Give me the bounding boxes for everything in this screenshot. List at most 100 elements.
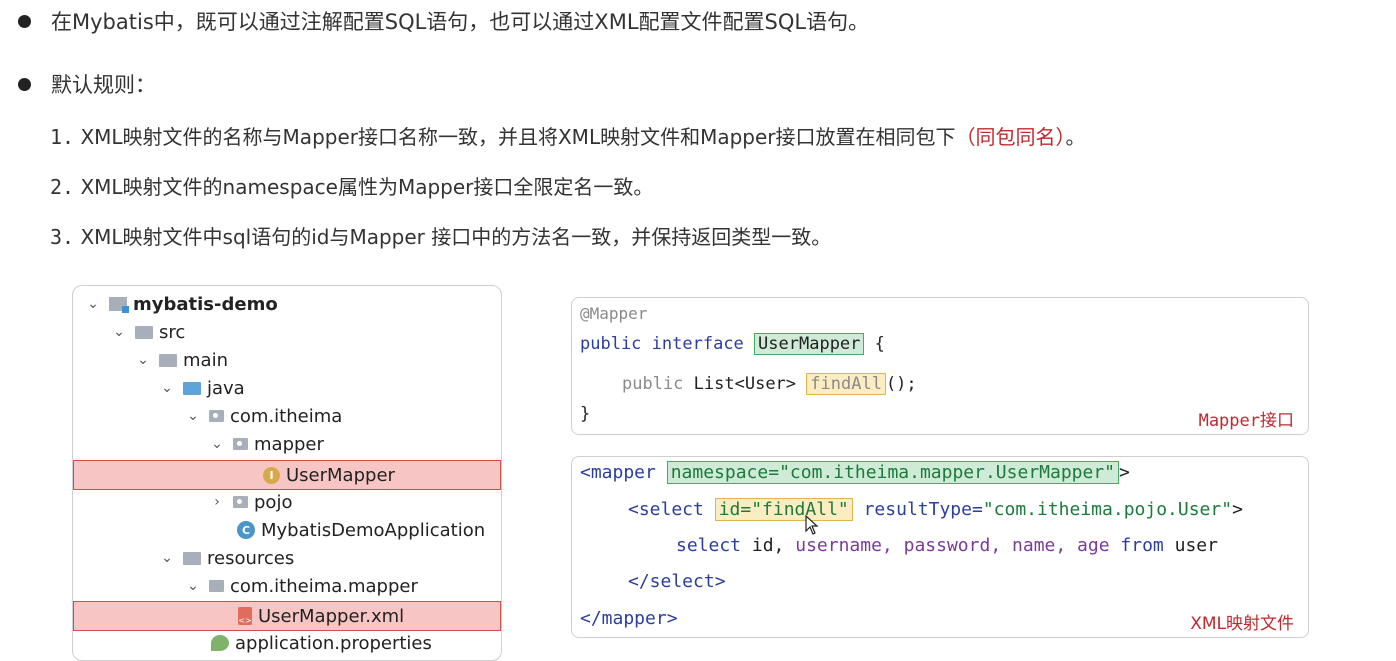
xml-select-open-end: > xyxy=(1232,499,1243,520)
xml-mapper-close: </mapper> xyxy=(580,608,678,629)
xml-file-icon: <> xyxy=(238,607,252,625)
tree-item-label: UserMapper.xml xyxy=(258,605,405,627)
tree-item-label: main xyxy=(183,349,228,371)
tree-item-label: com.itheima xyxy=(230,405,343,427)
xml-sql-line: select id, username, password, name, age… xyxy=(676,535,1218,556)
chevron-down-icon[interactable]: ⌄ xyxy=(187,578,199,594)
rule-highlight: （同包同名） xyxy=(955,125,1066,149)
chevron-down-icon[interactable]: ⌄ xyxy=(161,550,173,566)
rule-text: XML映射文件的namespace属性为Mapper接口全限定名一致。 xyxy=(80,175,654,199)
java-kw-interface: interface xyxy=(651,334,744,354)
xml-caption: XML映射文件 xyxy=(1190,614,1294,634)
package-icon xyxy=(209,410,224,422)
rule-text: XML映射文件中sql语句的id与Mapper 接口中的方法名一致，并保持返回类… xyxy=(80,225,832,249)
tree-item-com-itheima-mapper[interactable]: ⌄ com.itheima.mapper xyxy=(73,572,501,600)
java-code-box: @Mapper public interface UserMapper { pu… xyxy=(571,297,1309,435)
bullet-text: 默认规则： xyxy=(51,73,156,97)
tree-item-label: UserMapper xyxy=(286,464,395,486)
tree-item-label: resources xyxy=(207,547,295,569)
java-method-kw-public: public xyxy=(622,374,684,394)
tree-item-mybatis-demo[interactable]: ⌄ mybatis-demo xyxy=(73,290,501,318)
properties-file-icon xyxy=(211,635,229,651)
xml-mapper-open: <mapper xyxy=(580,462,656,483)
resources-folder-icon xyxy=(183,551,201,565)
rule-number: 2. xyxy=(50,175,75,199)
java-interface-line: public interface UserMapper { xyxy=(580,333,885,355)
sql-col-username: username, xyxy=(795,535,893,556)
sql-select: select xyxy=(676,535,742,556)
bullet-annotation-or-xml: 在Mybatis中，既可以通过注解配置SQL语句，也可以通过XML配置文件配置S… xyxy=(18,6,869,36)
bullet-text: 在Mybatis中，既可以通过注解配置SQL语句，也可以通过XML配置文件配置S… xyxy=(51,10,870,34)
tree-item-pojo[interactable]: › pojo xyxy=(73,488,501,516)
rule-tail: 。 xyxy=(1065,125,1086,149)
rule-number: 3. xyxy=(50,225,75,249)
tree-item-java[interactable]: ⌄ java xyxy=(73,374,501,402)
mouse-pointer-icon xyxy=(805,515,819,535)
java-kw-public: public xyxy=(580,334,642,354)
java-open-brace: { xyxy=(874,334,885,354)
xml-namespace-attr: namespace="com.itheima.mapper.UserMapper… xyxy=(666,461,1120,484)
java-method-return: List<User> xyxy=(693,374,797,394)
xml-mapper-open-line: <mapper namespace="com.itheima.mapper.Us… xyxy=(580,461,1130,484)
tree-item-mapper[interactable]: ⌄ mapper xyxy=(73,430,501,458)
chevron-down-icon[interactable]: ⌄ xyxy=(187,408,199,424)
tree-item-label: mapper xyxy=(254,433,324,455)
tree-item-main[interactable]: ⌄ main xyxy=(73,346,501,374)
folder-icon xyxy=(209,580,224,592)
java-interface-name: UserMapper xyxy=(754,333,865,355)
java-method-line: public List<User> findAll(); xyxy=(622,373,917,395)
xml-resulttype-name: resultType= xyxy=(863,499,983,520)
bullet-default-rules: 默认规则： xyxy=(18,69,156,99)
java-annotation: @Mapper xyxy=(580,304,648,323)
chevron-down-icon[interactable]: ⌄ xyxy=(113,324,125,340)
rule-1: 1. XML映射文件的名称与Mapper接口名称一致，并且将XML映射文件和Ma… xyxy=(50,121,1086,150)
chevron-down-icon[interactable]: ⌄ xyxy=(87,296,99,312)
sql-col-age: age xyxy=(1077,535,1110,556)
tree-item-label: application.properties xyxy=(235,632,432,654)
tree-item-label: MybatisDemoApplication xyxy=(261,519,486,541)
tree-item-mybatisdemoapplication[interactable]: C MybatisDemoApplication xyxy=(73,516,501,544)
module-folder-icon xyxy=(109,297,129,313)
sql-col-id: id, xyxy=(751,535,785,556)
tree-item-usermapper-xml[interactable]: <> UserMapper.xml xyxy=(73,601,501,631)
bullet-dot xyxy=(18,14,31,28)
xml-code-box: <mapper namespace="com.itheima.mapper.Us… xyxy=(571,456,1309,638)
xml-mapper-open-end: > xyxy=(1119,462,1130,483)
xml-select-open: <select xyxy=(628,499,704,520)
tree-item-label: mybatis-demo xyxy=(133,293,278,315)
tree-item-application-properties[interactable]: application.properties xyxy=(73,629,501,657)
xml-select-open-line: <select id="findAll" resultType="com.ith… xyxy=(628,498,1243,521)
xml-id-attr: id="findAll" xyxy=(714,498,853,521)
folder-icon xyxy=(159,353,177,367)
rule-2: 2. XML映射文件的namespace属性为Mapper接口全限定名一致。 xyxy=(50,171,653,200)
sql-col-name: name, xyxy=(1012,535,1067,556)
tree-item-label: com.itheima.mapper xyxy=(230,575,418,597)
tree-item-resources[interactable]: ⌄ resources xyxy=(73,544,501,572)
java-close-brace: } xyxy=(580,404,591,424)
project-tree: ⌄ mybatis-demo ⌄ src ⌄ main ⌄ java ⌄ com… xyxy=(72,285,502,661)
interface-icon: I xyxy=(263,466,280,484)
rule-number: 1. xyxy=(50,125,75,149)
tree-item-com-itheima[interactable]: ⌄ com.itheima xyxy=(73,402,501,430)
chevron-down-icon[interactable]: ⌄ xyxy=(137,352,149,368)
xml-select-close: </select> xyxy=(628,571,726,592)
sql-table: user xyxy=(1174,535,1218,556)
package-icon xyxy=(233,496,248,508)
chevron-right-icon[interactable]: › xyxy=(214,494,220,510)
sql-from: from xyxy=(1120,535,1164,556)
spring-app-icon: C xyxy=(237,521,255,539)
java-method-name: findAll xyxy=(806,373,886,395)
xml-resulttype-value: "com.itheima.pojo.User" xyxy=(982,499,1233,520)
folder-icon xyxy=(135,325,153,339)
tree-item-src[interactable]: ⌄ src xyxy=(73,318,501,346)
tree-item-label: pojo xyxy=(254,491,293,513)
rule-text: XML映射文件的名称与Mapper接口名称一致，并且将XML映射文件和Mappe… xyxy=(80,125,956,149)
bullet-dot xyxy=(18,77,31,91)
sql-col-password: password, xyxy=(903,535,1002,556)
tree-item-usermapper[interactable]: I UserMapper xyxy=(73,460,501,490)
chevron-down-icon[interactable]: ⌄ xyxy=(161,380,173,396)
java-caption: Mapper接口 xyxy=(1198,411,1294,431)
tree-item-label: java xyxy=(207,377,245,399)
rule-3: 3. XML映射文件中sql语句的id与Mapper 接口中的方法名一致，并保持… xyxy=(50,221,831,250)
chevron-down-icon[interactable]: ⌄ xyxy=(211,436,223,452)
